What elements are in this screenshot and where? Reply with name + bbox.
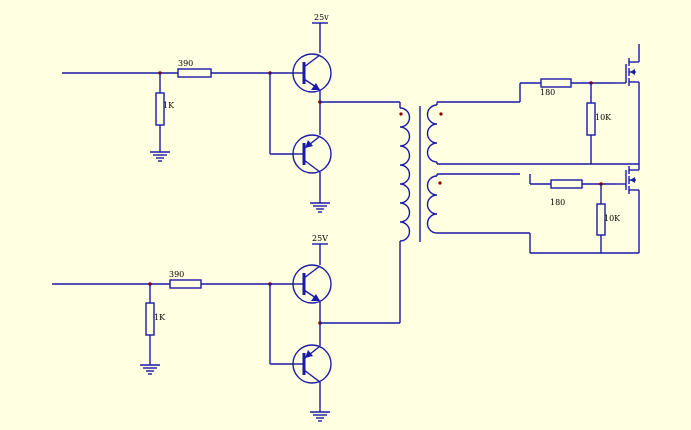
secondary-winding-1 bbox=[426, 104, 438, 163]
upper-mosfet bbox=[615, 44, 640, 164]
lower-gate-resistor bbox=[550, 179, 583, 189]
bottom-shunt-resistor-label: 1K bbox=[154, 313, 166, 322]
gate-drive-transformer bbox=[399, 101, 639, 323]
secondary-2-dot-marker bbox=[438, 181, 442, 185]
bottom-emitter-ground-icon bbox=[310, 411, 330, 422]
top-npn-transistor bbox=[292, 53, 332, 93]
primary-winding bbox=[399, 107, 411, 242]
bottom-series-resistor bbox=[169, 279, 202, 289]
bottom-supply-label: 25V bbox=[312, 234, 328, 243]
bottom-pnp-transistor bbox=[292, 344, 332, 384]
top-input-stage: 390 1K bbox=[62, 59, 293, 162]
lower-gate-resistor-label: 180 bbox=[550, 198, 565, 207]
upper-gate-resistor bbox=[540, 78, 572, 88]
top-series-resistor-label: 390 bbox=[178, 59, 193, 68]
top-series-resistor bbox=[177, 68, 212, 78]
secondary-winding-2 bbox=[426, 175, 438, 234]
bottom-series-resistor-label: 390 bbox=[169, 270, 184, 279]
top-emitter-ground-icon bbox=[310, 202, 330, 213]
bottom-shunt-resistor bbox=[145, 302, 155, 336]
top-supply-label: 25v bbox=[314, 13, 329, 22]
secondary-1-dot-marker bbox=[439, 112, 443, 116]
upper-gate-network: 180 10K bbox=[519, 78, 615, 164]
top-supply: 25v bbox=[312, 13, 329, 53]
lower-gate-pulldown-label: 10K bbox=[604, 214, 621, 223]
bottom-shunt-ground-icon bbox=[140, 364, 160, 375]
top-shunt-ground-icon bbox=[150, 151, 170, 162]
top-pnp-transistor bbox=[292, 134, 332, 174]
lower-mosfet bbox=[615, 164, 640, 253]
top-shunt-resistor-label: 1K bbox=[163, 101, 175, 110]
bottom-input-stage: 390 1K bbox=[52, 270, 293, 375]
bottom-supply: 25V bbox=[312, 234, 328, 265]
primary-dot-marker bbox=[399, 112, 403, 116]
lower-gate-network: 180 10K bbox=[529, 174, 639, 254]
bottom-npn-transistor bbox=[292, 264, 332, 304]
upper-gate-pulldown-label: 10K bbox=[595, 113, 612, 122]
upper-gate-pulldown-resistor bbox=[586, 102, 596, 136]
upper-gate-resistor-label: 180 bbox=[540, 88, 555, 97]
